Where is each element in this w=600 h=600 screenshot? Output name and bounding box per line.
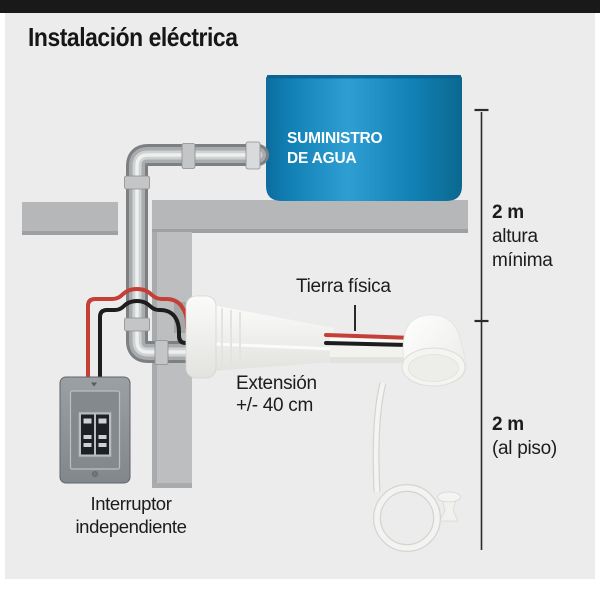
tank-inlet-collar <box>245 141 261 170</box>
dimension-lower-label: 2 m (al piso) <box>492 414 557 459</box>
tank-label: SUMINISTRO DE AGUA <box>287 129 383 169</box>
exposed-wires <box>324 333 415 347</box>
extension-flange <box>185 295 217 379</box>
breaker-toggles <box>83 418 107 447</box>
electric-shower-heater <box>401 314 467 387</box>
interruptor-label: Interruptor independiente <box>75 493 187 537</box>
box-marker-icon <box>91 382 97 387</box>
hot-wire <box>98 299 332 380</box>
tierra-fisica-label: Tierra física <box>296 276 391 297</box>
extension-label: Extensión +/- 40 cm <box>236 373 317 416</box>
pipe-couplings <box>124 141 261 365</box>
supply-pipe <box>126 144 269 363</box>
water-tank <box>266 75 462 201</box>
hot-wire-exposed <box>324 341 410 347</box>
roof-slab <box>22 200 468 235</box>
ground-wire-exposed <box>324 333 415 340</box>
top-black-bar <box>0 0 600 13</box>
pipe-coupling <box>181 143 196 169</box>
shower-hose <box>372 382 441 552</box>
tank-label-line1: SUMINISTRO <box>287 130 383 147</box>
extension-sheath <box>185 295 412 379</box>
dimension-lines <box>474 108 489 550</box>
dimension-upper-label: 2 m altura mínima <box>492 202 553 271</box>
tank-label-line2: DE AGUA <box>287 150 357 167</box>
pipe-coupling <box>124 175 150 190</box>
hand-shower-head <box>437 491 461 522</box>
breaker-box <box>59 376 131 484</box>
page-title: Instalación eléctrica <box>28 22 238 52</box>
box-screw <box>92 471 98 477</box>
pipe-coupling <box>124 317 150 332</box>
pipe-coupling <box>154 340 169 365</box>
